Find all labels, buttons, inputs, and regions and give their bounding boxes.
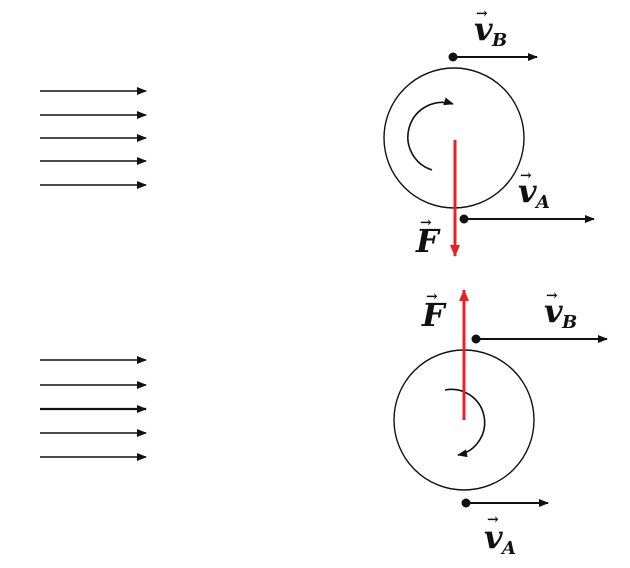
top-velocity-b-arrow-mark: →	[476, 6, 488, 22]
top-force-arrow-mark: →	[420, 215, 432, 231]
top-velocity-b-subscript: B	[491, 30, 507, 51]
bottom-velocity-a-subscript: A	[500, 538, 516, 559]
top-velocity-a-label: v	[518, 172, 537, 210]
bottom-velocity-b-arrow-mark: →	[546, 288, 558, 304]
bottom-panel: → v B → v A → F	[40, 288, 608, 559]
bottom-flow-arrows	[40, 356, 147, 461]
bottom-force-arrow-mark: →	[426, 289, 438, 305]
top-flow-arrows	[40, 87, 147, 189]
bottom-velocity-b-subscript: B	[561, 312, 577, 333]
top-velocity-b-label: v	[474, 10, 493, 48]
bottom-force-label: F	[421, 296, 447, 334]
top-panel: → v B → v A → F	[40, 6, 595, 260]
top-rotation-arrow-icon	[407, 97, 454, 171]
bottom-rotation-arrow-icon	[444, 388, 486, 458]
bottom-velocity-a-arrow-mark: →	[487, 512, 499, 528]
bottom-velocity-a-label: v	[484, 518, 503, 556]
top-velocity-a-arrow-mark: →	[520, 168, 532, 184]
bottom-velocity-b-label: v	[544, 292, 563, 330]
top-force-label: F	[415, 222, 441, 260]
top-velocity-a-subscript: A	[534, 192, 550, 213]
